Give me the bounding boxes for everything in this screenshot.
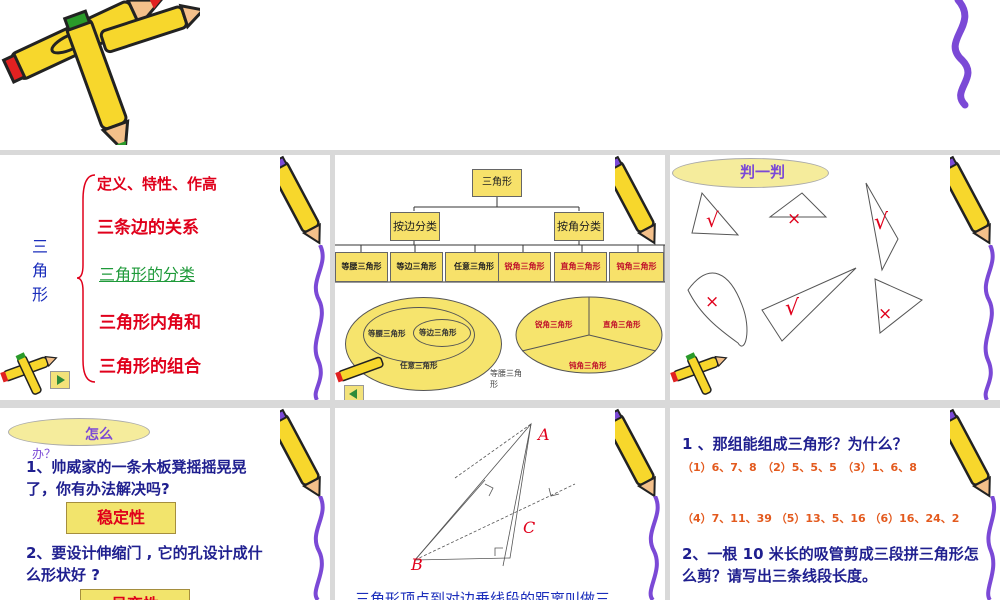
- check-mark: √: [874, 210, 889, 235]
- question-2: 2、要设计伸缩门 , 它的孔设计成什么形状好 ?: [26, 544, 263, 584]
- exercise-question-1: 1 、那组能组成三角形？为什么？: [682, 435, 908, 453]
- tree-root: 三角形: [472, 169, 522, 197]
- bubble-text: 怎么: [85, 427, 113, 443]
- exercise-row-2: （4）7、11、39 （5）13、5、16 （6）16、24、2: [682, 512, 960, 525]
- vertex-b-label: B: [410, 555, 423, 574]
- tree-isosceles: 等腰三角形: [335, 252, 388, 282]
- tree-by-angle: 按角分类: [554, 212, 604, 241]
- tree-scalene: 任意三角形: [445, 252, 503, 282]
- slide-stability[interactable]: 怎么 办？ 1、帅威家的一条木板凳摇摇晃晃了，你有办法解决吗? 稳定性 2、要设…: [0, 408, 330, 600]
- tree-equilateral: 等边三角形: [390, 252, 443, 282]
- pencil-icon: [280, 155, 321, 245]
- slide-outline[interactable]: 三 角 形 定义、特性、作高 三条边的关系 三角形的分类 三角形内角和 三角形的…: [0, 155, 330, 400]
- outline-item-classification-link[interactable]: 三角形的分类: [99, 265, 196, 284]
- outline-item-side-relation[interactable]: 三条边的关系: [97, 218, 199, 238]
- tree-obtuse: 钝角三角形: [609, 252, 664, 282]
- cross-mark: ×: [705, 292, 719, 312]
- question-bubble: [8, 418, 150, 446]
- slide-judge[interactable]: 判一判 √ × √ × √ ×: [670, 155, 1000, 400]
- slide-classification[interactable]: 三角形 按边分类 按角分类 等腰三角形 等边三角形 任意三角形 锐角三角形 直角…: [335, 155, 665, 400]
- vertex-a-label: A: [536, 425, 550, 444]
- pencil-icon: [280, 408, 321, 498]
- slide-altitude[interactable]: A B C 三角形顶点到对边垂线段的距离叫做三: [335, 408, 665, 600]
- outline-item-angle-sum[interactable]: 三角形内角和: [99, 313, 201, 333]
- purple-squiggle-icon: [983, 245, 995, 400]
- crayons-icon: [335, 356, 384, 383]
- outline-item-definition[interactable]: 定义、特性、作高: [97, 175, 218, 193]
- answer-1-box[interactable]: 稳定性: [66, 502, 176, 534]
- pencil-icon: [950, 408, 991, 498]
- brace-icon: [76, 174, 96, 383]
- euler-inner-ellipse: [413, 319, 471, 347]
- purple-squiggle-icon: [648, 496, 660, 600]
- pie-acute-label: 锐角三角形: [535, 320, 573, 329]
- cross-mark: ×: [787, 209, 801, 229]
- pie-diagram: [515, 296, 663, 374]
- top-banner: [0, 0, 1000, 150]
- altitude-figure: A B C: [410, 422, 576, 574]
- vertex-c-label: C: [523, 518, 535, 537]
- tree-by-side: 按边分类: [390, 212, 440, 241]
- check-mark: √: [706, 208, 719, 232]
- euler-scalene-label: 任意三角形: [400, 361, 438, 370]
- title-bubble: [672, 158, 829, 188]
- tree-right: 直角三角形: [554, 252, 607, 282]
- euler-isosceles-label: 等腰三角形: [368, 329, 406, 338]
- slide-exercises[interactable]: 1 、那组能组成三角形？为什么？ （1）6、7、8 （2）5、5、5 （3）1、…: [670, 408, 1000, 600]
- prev-arrow-button[interactable]: [344, 385, 364, 400]
- exercise-question-2: 2、一根 10 米长的吸管剪成三段拼三角形怎么剪？请写出三条线段长度。: [682, 545, 979, 585]
- purple-squiggle-icon: [313, 245, 325, 400]
- triangles-figure: √ × √ × √ ×: [687, 182, 923, 347]
- pencil-icon: [615, 408, 656, 498]
- pencil-icon: [615, 155, 656, 245]
- caption: 等腰三角 形: [490, 369, 522, 389]
- next-arrow-button[interactable]: [50, 371, 70, 389]
- altitude-caption: 三角形顶点到对边垂线段的距离叫做三: [355, 590, 611, 600]
- pie-right-label: 直角三角形: [603, 320, 641, 329]
- check-mark: √: [785, 296, 800, 321]
- pie-obtuse-label: 钝角三角形: [569, 361, 607, 370]
- purple-squiggle-icon: [986, 496, 997, 600]
- exercise-row-1: （1）6、7、8 （2）5、5、5 （3）1、6、8: [682, 461, 917, 474]
- answer-2-box[interactable]: 易变性: [80, 589, 190, 600]
- question-1: 1、帅威家的一条木板凳摇摇晃晃了，你有办法解决吗?: [26, 458, 247, 498]
- slide-title: 判一判: [740, 163, 786, 181]
- pencil-icon: [950, 155, 991, 245]
- cross-mark: ×: [878, 304, 892, 324]
- crayons-icon: [670, 352, 728, 395]
- bubble-tail-text: 办？: [32, 447, 57, 461]
- euler-middle-ellipse: [363, 307, 475, 363]
- crayons-icon: [0, 352, 58, 395]
- outline-item-combination[interactable]: 三角形的组合: [99, 357, 201, 377]
- euler-equilateral-label: 等边三角形: [419, 328, 457, 337]
- crayons-icon: [1, 0, 200, 145]
- tree-acute: 锐角三角形: [498, 252, 551, 282]
- purple-squiggle-icon: [951, 0, 972, 109]
- side-title: 三 角 形: [31, 237, 48, 304]
- purple-squiggle-icon: [313, 496, 325, 600]
